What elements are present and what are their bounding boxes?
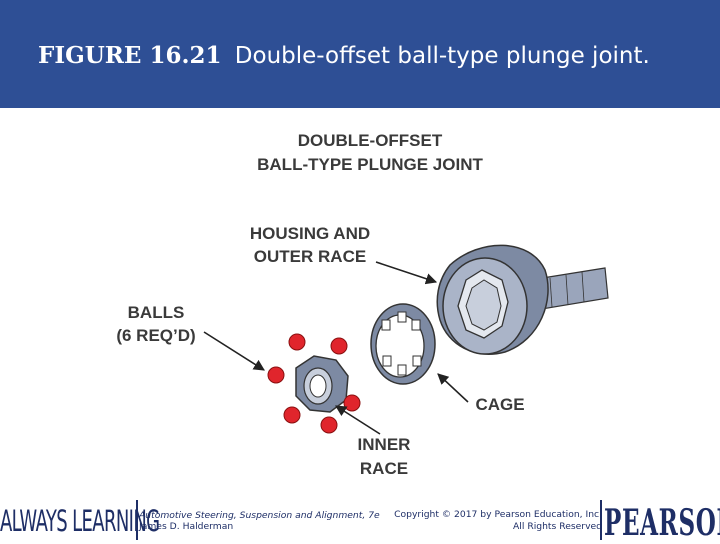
title-banner: FIGURE 16.21 Double-offset ball-type plu… [0, 0, 720, 108]
housing-arrow [376, 262, 436, 282]
figure-number: FIGURE 16.21 [38, 42, 221, 69]
cage-label: CAGE [475, 395, 524, 414]
inner-race-label-line1: INNER [358, 435, 411, 454]
cage-arrow [438, 374, 468, 402]
plunge-joint-diagram: DOUBLE-OFFSET BALL-TYPE PLUNGE JOINT HOU… [100, 120, 620, 490]
always-learning-logo: ALWAYS LEARNING [0, 504, 159, 538]
pearson-logo: PEARSON [604, 502, 720, 544]
author-name: James D. Halderman [139, 521, 233, 532]
inner-race [296, 356, 348, 412]
slide-title: FIGURE 16.21 Double-offset ball-type plu… [38, 42, 650, 69]
cage [371, 304, 435, 384]
housing-label-line1: HOUSING AND [250, 224, 370, 243]
balls-label-line1: BALLS [128, 303, 185, 322]
diagram-title-line2: BALL-TYPE PLUNGE JOINT [257, 155, 483, 174]
housing-outer-race [437, 245, 608, 354]
diagram-title-line1: DOUBLE-OFFSET [298, 131, 443, 150]
inner-race-label-line2: RACE [360, 459, 408, 478]
copyright-line1: Copyright © 2017 by Pearson Education, I… [394, 509, 602, 520]
footer-divider-right [600, 500, 602, 540]
housing-label-line2: OUTER RACE [254, 247, 366, 266]
balls-label-line2: (6 REQ’D) [116, 326, 195, 345]
inner-race-arrow [336, 406, 380, 434]
figure-caption: Double-offset ball-type plunge joint. [235, 43, 650, 69]
copyright-line2: All Rights Reserved [513, 521, 602, 532]
balls-arrow [204, 332, 264, 370]
